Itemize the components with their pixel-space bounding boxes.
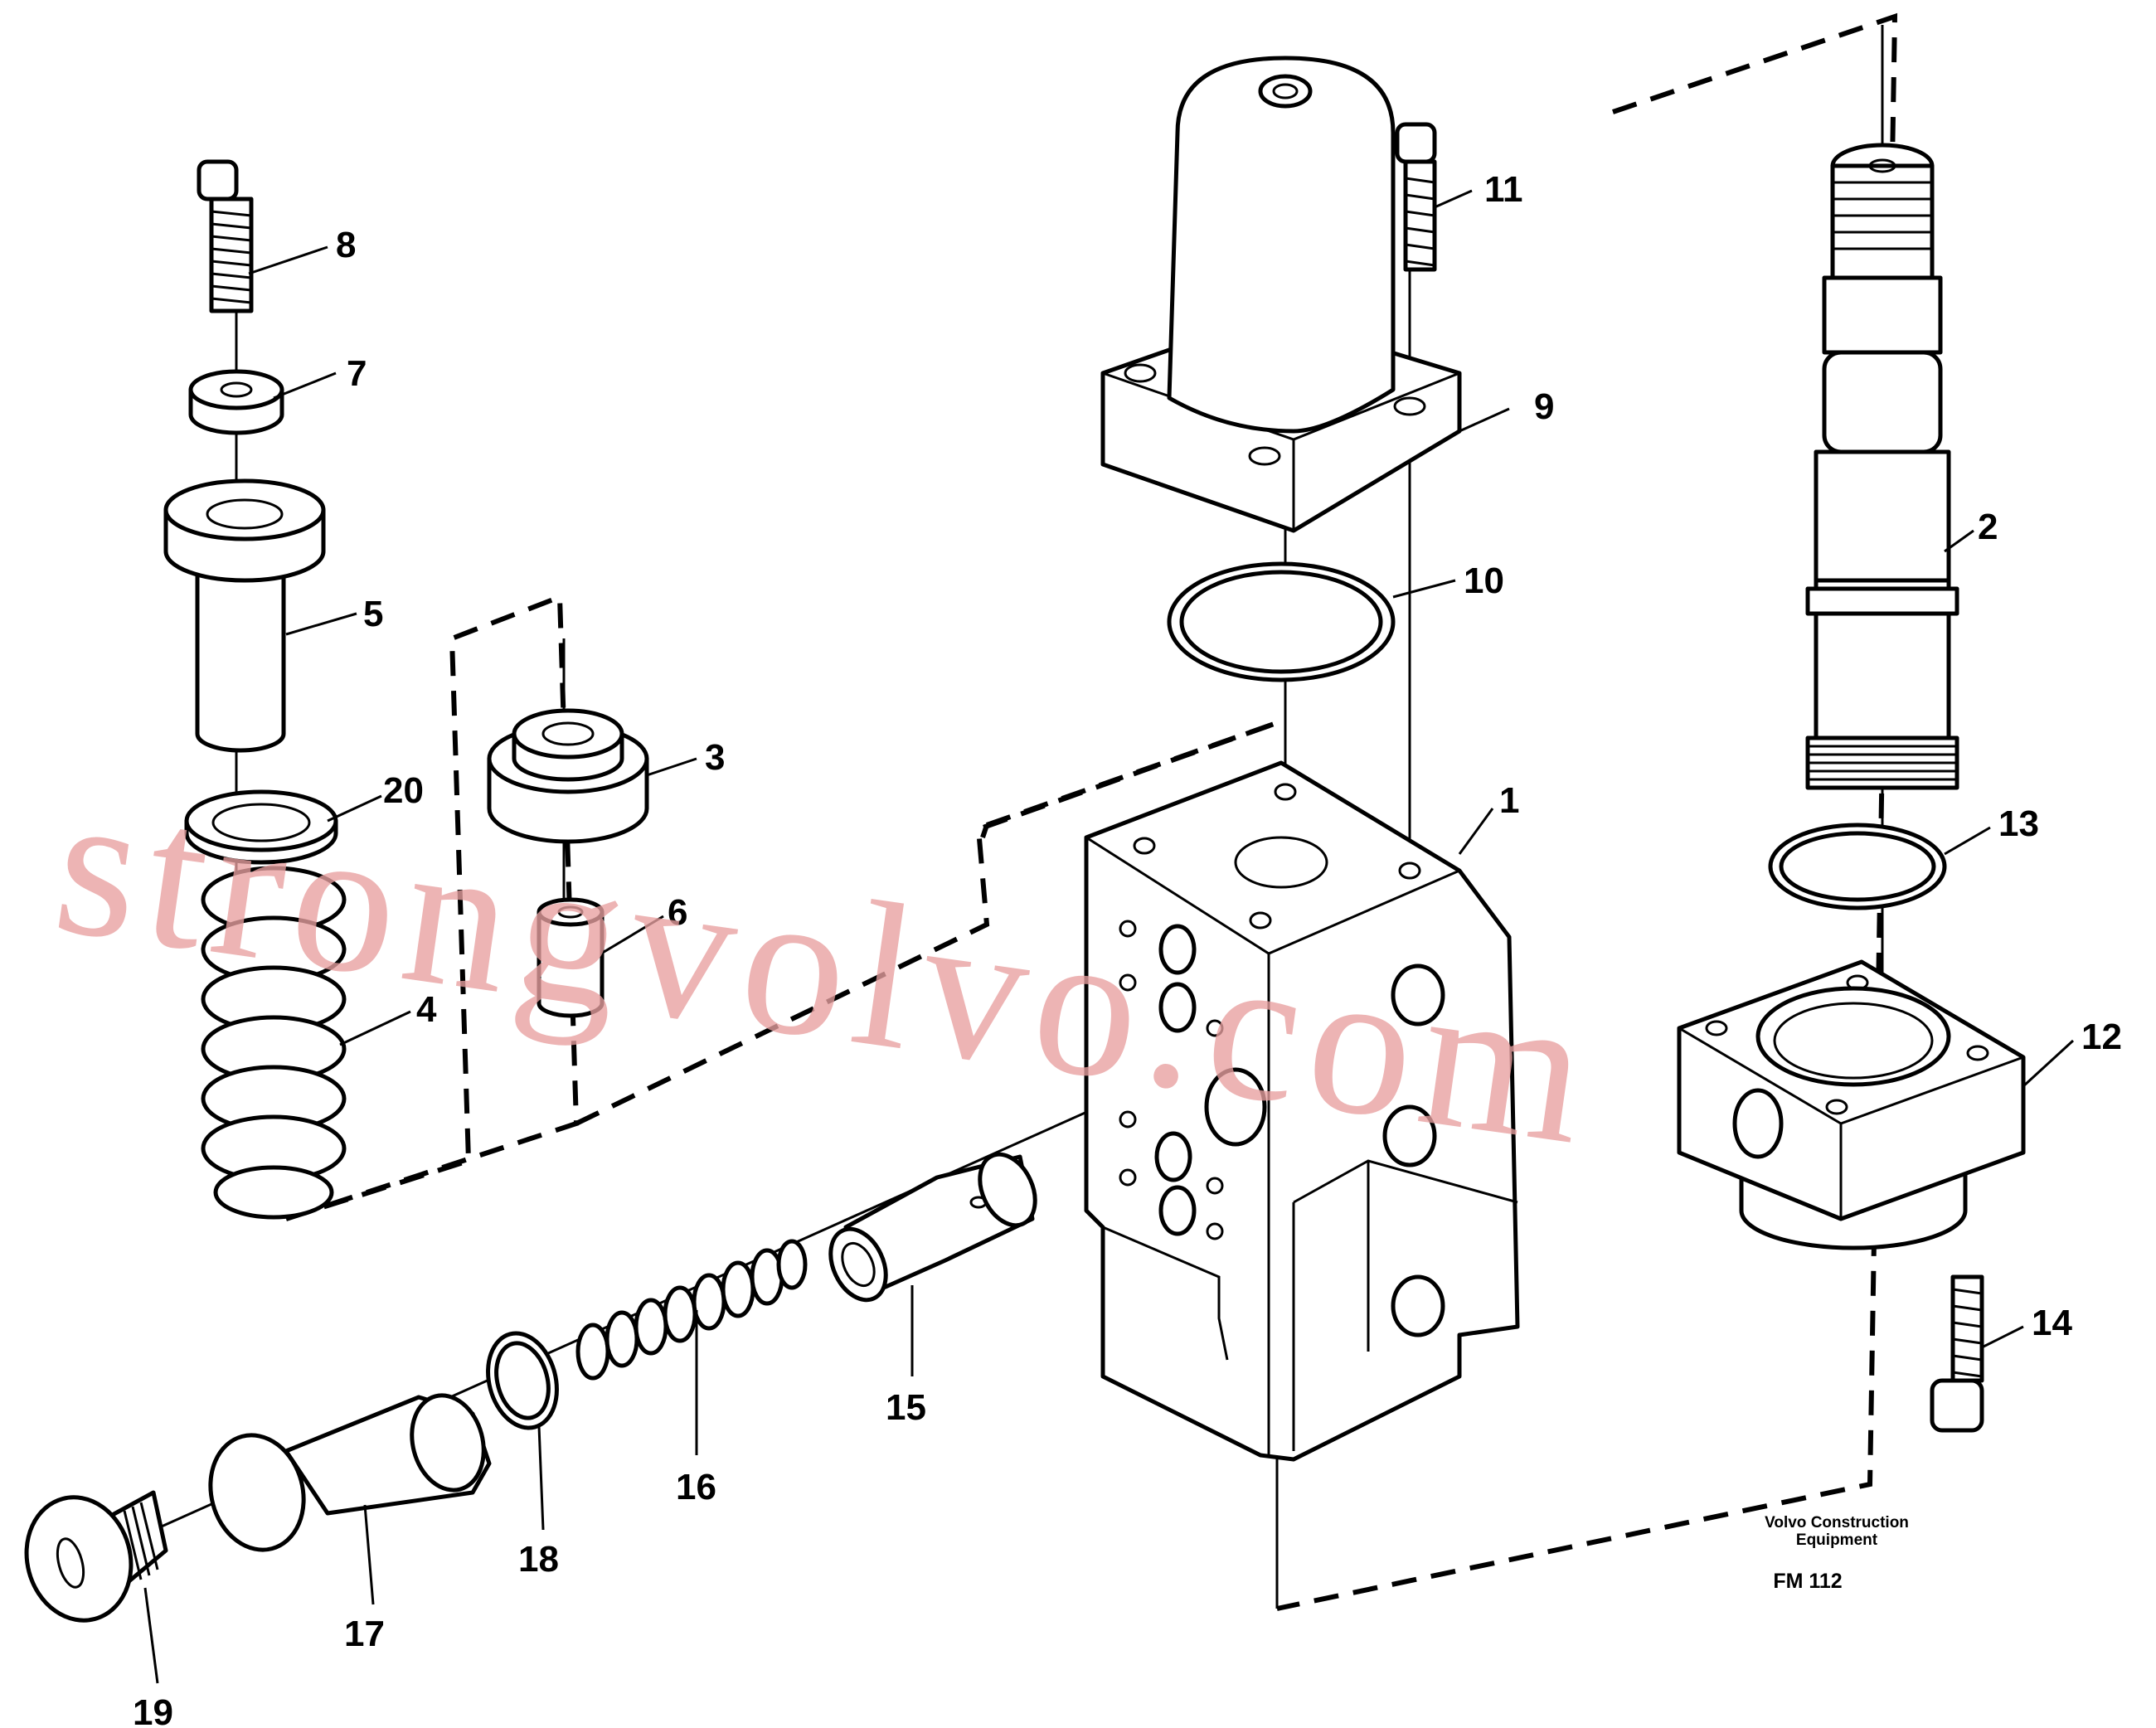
callout-6: 6 (668, 892, 687, 933)
part-2-connector (1805, 143, 1959, 790)
part-3-spacer (487, 708, 649, 844)
part-8-screw (197, 159, 254, 313)
callout-11: 11 (1484, 169, 1523, 210)
callout-3: 3 (705, 737, 725, 778)
callout-7: 7 (347, 353, 367, 394)
part-1-valve-housing (1084, 760, 1520, 1462)
callout-9: 9 (1534, 386, 1554, 427)
leader-lines (143, 189, 2075, 1684)
part-6-pin (537, 897, 605, 1018)
callout-4: 4 (416, 989, 437, 1030)
callout-5: 5 (363, 594, 383, 634)
part-18-o-ring (486, 1331, 559, 1430)
caption-line-1: Volvo Construction (1765, 1514, 1909, 1531)
callout-8: 8 (336, 225, 356, 265)
figure-id: FM 112 (1773, 1570, 1842, 1593)
assembly-outlines (285, 12, 1898, 1611)
part-12-flange (1677, 959, 2026, 1250)
part-17-piston (208, 1393, 492, 1552)
caption-line-2: Equipment (1796, 1531, 1878, 1549)
part-16-spring (575, 1239, 808, 1381)
figure-caption: Volvo Construction Equipment FM 112 (1765, 1514, 1909, 1593)
callout-10: 10 (1464, 561, 1504, 601)
part-19-plug (24, 1490, 168, 1623)
part-14-screw (1930, 1274, 1984, 1433)
part-15-sleeve (828, 1152, 1037, 1303)
callout-16: 16 (676, 1467, 716, 1507)
part-5-sleeve (163, 478, 326, 753)
callout-19: 19 (133, 1692, 173, 1728)
part-20-shim (184, 789, 338, 865)
callout-14: 14 (2032, 1303, 2072, 1343)
callout-15: 15 (886, 1387, 926, 1428)
callout-18: 18 (518, 1539, 559, 1580)
assembly-outline-left (285, 593, 580, 1221)
callout-20: 20 (383, 770, 424, 811)
callout-17: 17 (344, 1614, 385, 1654)
part-7-washer (188, 369, 284, 435)
part-11-screw (1395, 122, 1437, 272)
part-13-o-ring (1768, 823, 1947, 910)
callout-labels: 1 2 3 4 5 6 7 8 9 10 11 12 13 14 15 16 1… (133, 169, 2122, 1728)
part-10-o-ring (1167, 561, 1396, 682)
callout-13: 13 (1998, 803, 2039, 844)
part-4-spring (201, 866, 347, 1220)
callout-1: 1 (1499, 780, 1519, 821)
part-9-cover (1100, 56, 1462, 533)
assembly-outline-top (980, 719, 1282, 838)
callout-12: 12 (2081, 1017, 2122, 1057)
callout-2: 2 (1978, 507, 1998, 547)
